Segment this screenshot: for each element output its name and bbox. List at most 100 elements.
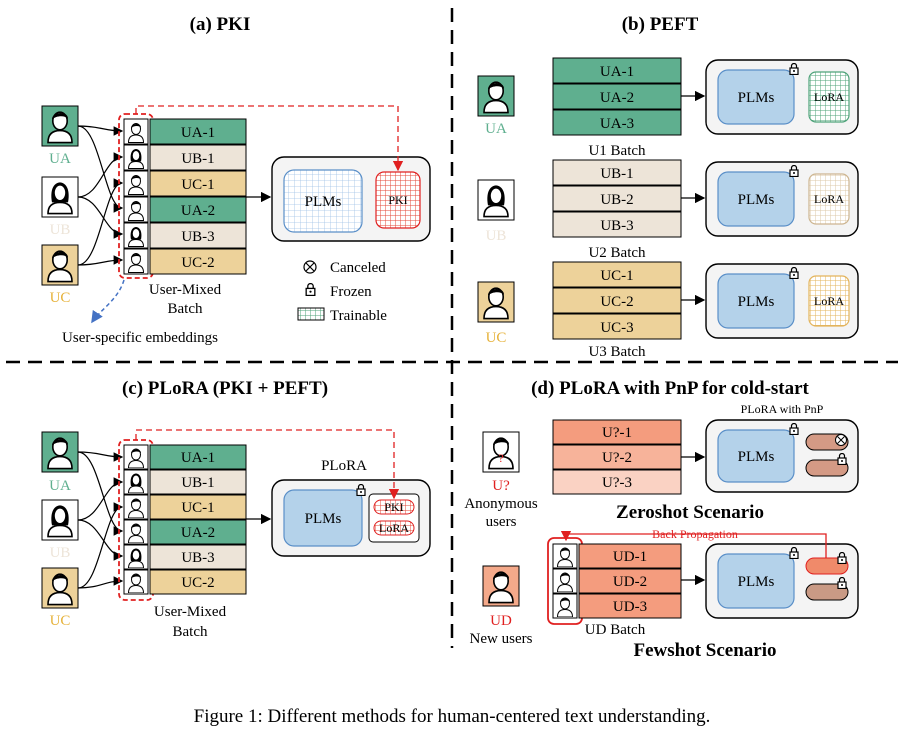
panel-a-batch-caption-2: Batch [168,301,203,317]
panel-d-anon-user: ? U? Anonymous users [464,431,538,530]
panel-c-batch-caption-1: User-Mixed [154,604,227,620]
panel-c-batch-row [149,544,247,570]
panel-b-batch-label: U1 Batch [588,143,646,159]
panel-b-batch-label: U2 Batch [588,245,646,261]
panel-d-zero-row [552,419,682,445]
panel-a-plm-box [283,169,363,233]
panel-c-batch-row [149,469,247,495]
panel-c-user-ua: UA [49,478,71,494]
panel-d-zero-label: U?-3 [602,475,632,491]
panel-a-plm-label: PLMs [305,194,342,210]
panel-c-plm-box [283,489,363,547]
panel-a-batch-label: UA-1 [181,125,215,141]
panel-a-batch-row [149,144,247,171]
panel-b-user-label: UC [486,330,507,346]
panel-c-batch: UA-1 UB-1 UC-1 UA-2 UB-3 UC-2 [118,439,247,601]
question-mark-icon: ? [498,451,503,465]
panel-d-few-label: UD-2 [613,574,647,590]
panel-d-anon-text-2: users [486,514,517,530]
panel-d-zero-row [552,444,682,470]
panel-b-item: UB-1 [600,166,633,182]
panel-c-plora-label: PLoRA [321,458,367,474]
panel-c-users: UA UB UC [41,431,79,629]
panel-a-batch-caption-1: User-Mixed [149,282,222,298]
panel-a-users: UA UB UC [41,105,79,306]
panel-c-user-arrows [77,451,124,589]
panel-a-batch-label: UB-1 [181,151,214,167]
panel-d-zeroshot: U?-1 U?-2 U?-3 PLoRA with PnP PLMs Zeros… [552,402,859,523]
panel-b-item: UB-2 [600,192,633,208]
panel-b-lora-label: LoRA [814,90,844,104]
panel-d-anon-label: U? [492,478,510,494]
panel-a-user-ua: UA [49,151,71,167]
panel-c-plm-label: PLMs [305,511,342,527]
trainable-icon [297,307,325,321]
panel-d-embedding-column [552,543,578,619]
panel-c-lora-label: LoRA [379,521,409,535]
legend: Canceled Frozen Trainable [297,260,387,324]
panel-b-title: (b) PEFT [622,14,699,35]
panel-d-new-user: UD New users [470,565,533,647]
panel-a-user-arrows [77,125,124,266]
panel-d-backprop-arrow [560,530,827,558]
panel-c-lora-pill [373,520,415,536]
panel-c-batch-label: UA-2 [181,525,215,541]
panel-d-few-plm-label: PLMs [738,574,775,590]
panel-b-plm-label: PLMs [738,192,775,208]
panel-d-zero-label: U?-1 [602,425,632,441]
panel-a-embeddings-label: User-specific embeddings [62,330,218,346]
panel-b-lora-label: LoRA [814,294,844,308]
panel-c-batch-row [149,494,247,520]
panel-a-red-arrow [135,105,404,172]
panel-b-item: UA-1 [600,64,634,80]
legend-trainable: Trainable [330,308,387,324]
panel-b-user-label: UA [485,121,507,137]
panel-b-group-ua: UA UA-1 UA-2 UA-3 U1 Batch PLMs LoRA [477,57,859,159]
panel-d-zero-plm-label: PLMs [738,449,775,465]
panel-a-user-ub: UB [50,222,71,238]
canceled-icon [835,434,847,446]
panel-d-few-batch: UD Batch [585,622,646,638]
panel-b-item: UA-3 [600,116,634,132]
panel-c-batch-caption-2: Batch [173,624,208,640]
panel-c-pki-label: PKI [384,500,403,514]
panel-a-pki-box [375,171,421,229]
panel-b-plm-label: PLMs [738,294,775,310]
panel-a-user-uc: UC [50,290,71,306]
panel-d-few-label: UD-1 [613,549,647,565]
panel-a-batch-row [149,248,247,275]
canceled-icon [303,260,317,274]
panel-c-batch-row [149,444,247,470]
panel-a-batch-label: UC-1 [181,177,214,193]
panel-d-few-row [578,593,682,619]
panel-b-user-label: UB [486,228,507,244]
panel-d-zero-title: Zeroshot Scenario [616,502,764,523]
panel-b-item: UC-3 [600,320,633,336]
panel-c-batch-label: UA-1 [181,450,215,466]
panel-d-title: (d) PLoRA with PnP for cold-start [531,378,809,399]
panel-a-blue-arrow [91,279,125,324]
panel-b-group-uc: UC UC-1 UC-2 UC-3 U3 Batch PLMs LoRA [477,261,859,360]
panel-b-item: UC-2 [600,294,633,310]
panel-c-user-uc: UC [50,613,71,629]
panel-a-batch-row [149,196,247,223]
panel-b-item: UB-3 [600,218,633,234]
legend-canceled: Canceled [330,260,386,276]
panel-c-title: (c) PLoRA (PKI + PEFT) [122,378,328,399]
panel-a-batch-row [149,170,247,197]
legend-frozen: Frozen [330,284,372,300]
frozen-icon [305,283,316,296]
panel-a-batch-row [149,118,247,145]
panel-c-batch-row [149,519,247,545]
figure-caption: Figure 1: Different methods for human-ce… [194,706,711,727]
panel-c-user-ub: UB [50,545,71,561]
panel-d-few-plm-box [717,553,795,609]
panel-d-new-label: UD [490,613,512,629]
panel-d-plora-pnp-label: PLoRA with PnP [741,402,824,416]
panel-b-plm-box [717,171,795,227]
panel-b-group-ub: UB UB-1 UB-2 UB-3 U2 Batch PLMs LoRA [477,159,859,261]
panel-b-lora-box [808,173,850,225]
panel-a-pki-label: PKI [388,193,407,207]
panel-b-plm-box [717,273,795,329]
